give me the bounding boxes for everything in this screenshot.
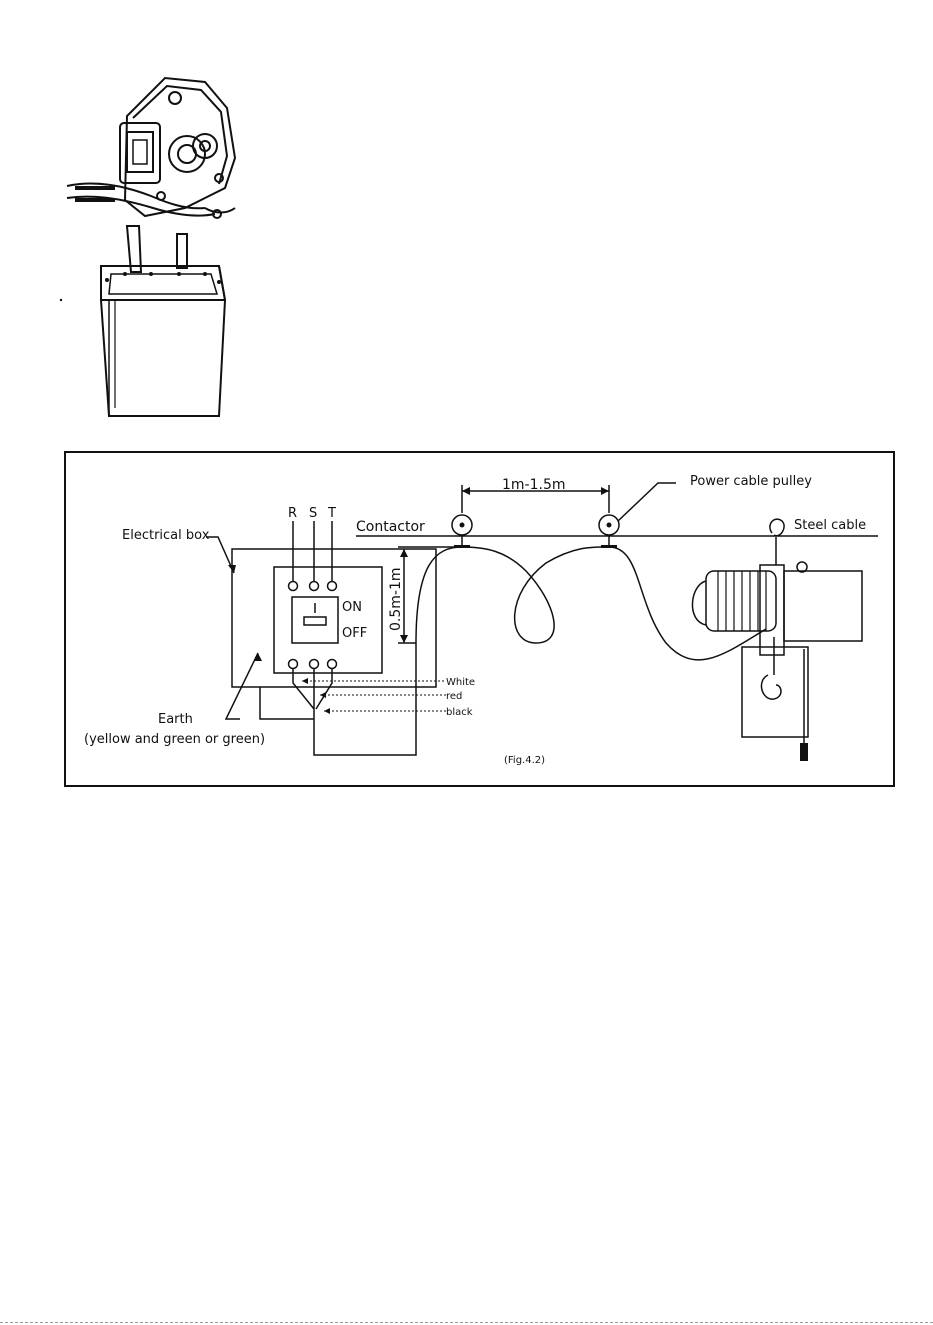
phase-t-label: T <box>327 506 336 521</box>
off-label: OFF <box>342 626 367 641</box>
terminal-bottom-2 <box>310 660 319 669</box>
switch-indicator <box>304 617 326 625</box>
contactor-label: Contactor <box>356 519 425 535</box>
wire-red-label: red <box>446 691 462 702</box>
electrical-box-label: Electrical box <box>122 528 210 543</box>
earth-note-label: (yellow and green or green) <box>84 732 265 747</box>
terminal-top-s <box>310 582 319 591</box>
wiring-diagram-svg: Electrical box R S T Contactor ON OFF 1m… <box>66 453 893 785</box>
wiring-diagram-figure: Electrical box R S T Contactor ON OFF 1m… <box>64 451 895 787</box>
hoist-frame <box>760 565 784 655</box>
power-cable-pulley-label: Power cable pulley <box>690 474 812 489</box>
phase-s-label: S <box>309 506 317 521</box>
figure-caption: (Fig.4.2) <box>504 755 545 766</box>
terminal-top-t <box>328 582 337 591</box>
terminal-top-r <box>289 582 298 591</box>
earth-label: Earth <box>158 712 193 727</box>
terminal-bottom-1 <box>289 660 298 669</box>
wire-white-label: White <box>446 677 475 688</box>
sag-height-label: 0.5m-1m <box>388 568 404 632</box>
hoist-gearbox <box>784 571 862 641</box>
phase-r-label: R <box>288 506 297 521</box>
electrical-box <box>232 549 436 687</box>
chain-bag <box>742 647 808 737</box>
terminal-bottom-3 <box>328 660 337 669</box>
hoist-gearbox-drawing <box>55 68 255 430</box>
pendant-control <box>800 743 808 761</box>
wire-black-label: black <box>446 707 473 718</box>
steel-cable-label: Steel cable <box>794 518 866 533</box>
on-label: ON <box>342 600 362 615</box>
hoist-gearbox-illustration <box>55 68 255 430</box>
pulley-spacing-label: 1m-1.5m <box>502 477 566 493</box>
